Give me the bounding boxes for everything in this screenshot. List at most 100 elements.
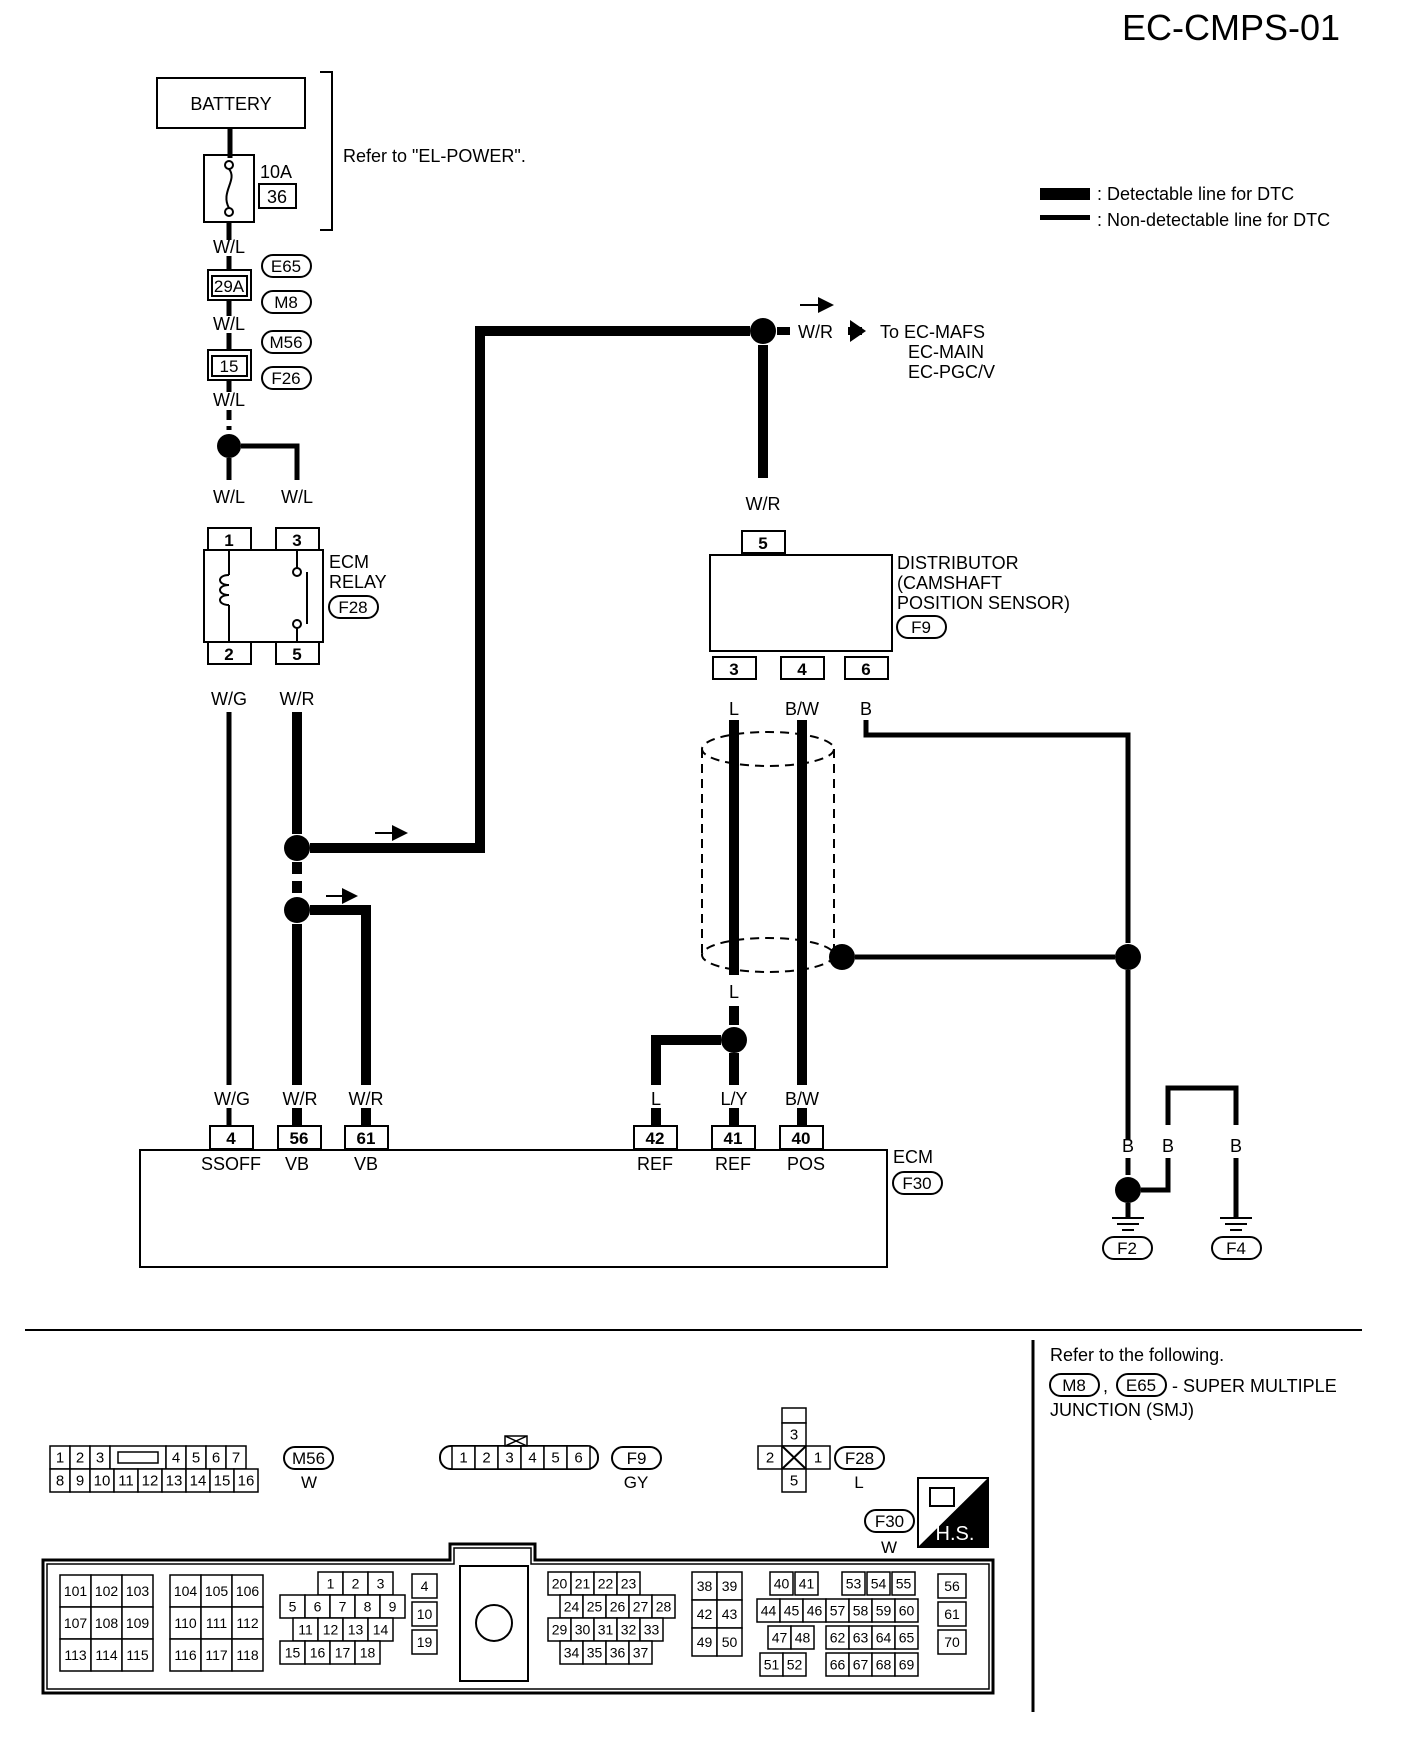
svg-text:ECM: ECM — [893, 1147, 933, 1167]
ecm-pin-1-label: 1 — [327, 1576, 335, 1592]
to-targets-2: EC-MAIN — [908, 342, 984, 362]
refer-following-3: JUNCTION (SMJ) — [1050, 1400, 1194, 1420]
svg-text:F28: F28 — [338, 598, 367, 617]
f28-pin-2-label: 2 — [766, 1450, 774, 1467]
svg-text:F9: F9 — [911, 618, 931, 637]
svg-text:RELAY: RELAY — [329, 572, 387, 592]
ecm-pin-39 — [716, 1571, 743, 1601]
ecm-pin-110-label: 110 — [174, 1615, 197, 1631]
ecm-pin-58-label: 58 — [853, 1603, 869, 1619]
ecm-pin-109 — [121, 1606, 154, 1640]
fuse-rating: 10A — [260, 162, 292, 182]
ecm-pin-113-label: 113 — [64, 1647, 87, 1663]
ecm-pin-9-label: 9 — [389, 1599, 397, 1615]
view-f28-name-label: F28 — [845, 1449, 874, 1468]
view-f28-name — [834, 1446, 885, 1470]
ecm-pin-102-label: 102 — [95, 1583, 119, 1599]
ecm-pin-102 — [90, 1574, 123, 1608]
ecm-pin-40 — [769, 1571, 794, 1596]
ecm-pin-54-label: 54 — [871, 1576, 887, 1592]
shield — [701, 731, 835, 973]
ecm-pin-6-label: 6 — [314, 1599, 322, 1615]
wire-wr-top: W/R — [798, 322, 833, 342]
splice-3 — [284, 897, 310, 923]
svg-text:6: 6 — [861, 660, 870, 679]
svg-text:E65: E65 — [1126, 1376, 1156, 1395]
m56-pin-3-label: 3 — [96, 1450, 104, 1467]
ecm-pin-70-label: 70 — [944, 1634, 960, 1650]
wire-wl-3: W/L — [213, 390, 245, 410]
ecm-pin-64-label: 64 — [876, 1630, 892, 1646]
ecm-pin-35-label: 35 — [587, 1645, 603, 1661]
ecm-pin-110 — [169, 1606, 202, 1640]
wire-wl-1: W/L — [213, 237, 245, 257]
view-f9-name — [611, 1446, 662, 1470]
ecm-pin-66-label: 66 — [830, 1657, 846, 1673]
refer-following-2: - SUPER MULTIPLE — [1172, 1376, 1337, 1396]
wire-wg-relay: W/G — [211, 689, 247, 709]
ecm-pin-113 — [59, 1638, 92, 1672]
svg-text:(CAMSHAFT: (CAMSHAFT — [897, 573, 1002, 593]
ecm-pin-45-label: 45 — [784, 1603, 800, 1619]
m56-pin-7-label: 7 — [232, 1450, 240, 1467]
ecm-pin-43-label: 43 — [722, 1606, 738, 1622]
ecm-pin-17-label: 17 — [335, 1645, 351, 1661]
m56-pin-16 — [233, 1468, 259, 1493]
ecm-pin-67-label: 67 — [853, 1657, 869, 1673]
f9-pin-5-label: 5 — [551, 1450, 559, 1467]
m56-pin-4-label: 4 — [172, 1450, 180, 1467]
ecm-pin-47-label: 47 — [772, 1630, 788, 1646]
ecm-pin-56 — [937, 1573, 967, 1599]
ecm-pin-60-label: 60 — [899, 1603, 915, 1619]
svg-text:40: 40 — [792, 1129, 811, 1148]
view-f30-name — [864, 1509, 915, 1533]
svg-text:5: 5 — [758, 534, 767, 553]
ecm-pin-29-label: 29 — [552, 1622, 568, 1638]
m56-pin-6-label: 6 — [212, 1450, 220, 1467]
ecm-pin-50-label: 50 — [722, 1634, 738, 1650]
svg-text:42: 42 — [646, 1129, 665, 1148]
ecm-pin-68-label: 68 — [876, 1657, 892, 1673]
wire-wr-relay: W/R — [280, 689, 315, 709]
grounds: B B B F2 F4 — [1102, 1085, 1262, 1260]
ecm-pin-116 — [169, 1638, 202, 1672]
ecm-pin-30-label: 30 — [575, 1622, 591, 1638]
m56-key-notch — [117, 1451, 159, 1464]
fuse-number: 36 — [267, 187, 287, 207]
ecm-pin-117-label: 117 — [205, 1647, 228, 1663]
ecm-pin-103 — [121, 1574, 154, 1608]
view-f9-name-label: F9 — [627, 1449, 647, 1468]
ecm-pin-32-label: 32 — [621, 1622, 637, 1638]
ecm-pin-109-label: 109 — [126, 1615, 150, 1631]
wire-wr-ecm2: W/R — [349, 1089, 384, 1109]
splice-1 — [217, 434, 241, 458]
svg-text:4: 4 — [797, 660, 807, 679]
view-f9-color: GY — [624, 1473, 649, 1492]
ecm-pin-62-label: 62 — [830, 1630, 846, 1646]
svg-text:61: 61 — [357, 1129, 376, 1148]
ecm-pin-105 — [200, 1574, 233, 1608]
svg-text:1: 1 — [224, 531, 233, 550]
f9-pin-4-label: 4 — [528, 1450, 536, 1467]
ecm-pin-118 — [231, 1638, 264, 1672]
wire-b-dist: B — [860, 699, 872, 719]
ecm-pin-22-label: 22 — [598, 1576, 614, 1592]
ecm-pin-19-label: 19 — [417, 1634, 433, 1650]
ecm-pin-49-label: 49 — [697, 1634, 713, 1650]
ecm-pin-118-label: 118 — [236, 1647, 259, 1663]
ecm-pin-37 — [628, 1640, 653, 1665]
ecm-pin-114-label: 114 — [95, 1647, 118, 1663]
hs-connector-icon — [929, 1487, 955, 1507]
m56-pin-14-label: 14 — [190, 1473, 207, 1490]
svg-text:REF: REF — [715, 1154, 751, 1174]
to-targets-3: EC-PGC/V — [908, 362, 995, 382]
view-m56-name — [283, 1446, 334, 1470]
svg-text:VB: VB — [285, 1154, 309, 1174]
splice-5 — [721, 1027, 747, 1053]
ecm-pin-105-label: 105 — [205, 1583, 229, 1599]
wire-bw-dist: B/W — [785, 699, 819, 719]
ecm-pin-21-label: 21 — [575, 1576, 591, 1592]
ecm-pin-106-label: 106 — [236, 1583, 260, 1599]
ecm-pin-18-label: 18 — [360, 1645, 376, 1661]
